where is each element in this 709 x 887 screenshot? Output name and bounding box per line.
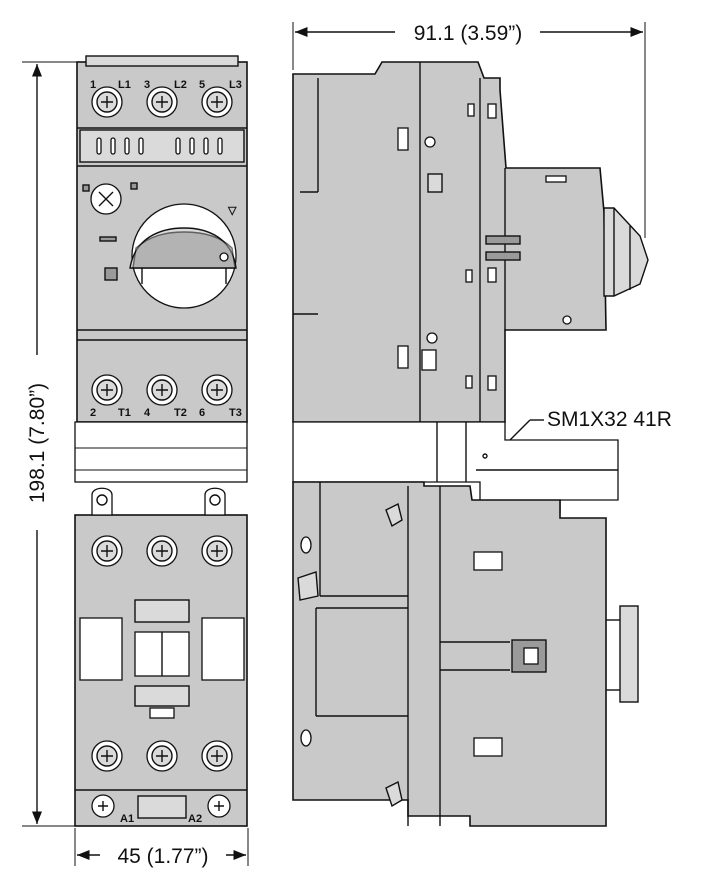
test-button xyxy=(90,183,122,215)
cover-slots xyxy=(96,137,223,155)
din-rail-clip xyxy=(619,605,639,703)
depth-dimension: 45 (1.77”) xyxy=(74,828,249,868)
svg-text:A1: A1 xyxy=(120,813,134,825)
height-dimension: 198.1 (7.80”) xyxy=(22,61,80,827)
contactor-bottom-screws xyxy=(91,740,233,772)
contactor-side xyxy=(292,481,607,827)
svg-text:4: 4 xyxy=(144,407,151,419)
rotary-handle-side xyxy=(603,207,649,297)
svg-text:L1: L1 xyxy=(118,79,131,91)
part-label: SM1X32 41R xyxy=(547,408,672,431)
terminal-cover xyxy=(79,129,245,163)
svg-text:T2: T2 xyxy=(174,407,187,419)
svg-text:2: 2 xyxy=(90,407,96,419)
output-terminal-screws xyxy=(91,374,233,406)
rotary-handle xyxy=(129,203,237,309)
coil-clip xyxy=(137,795,187,819)
svg-text:L2: L2 xyxy=(174,79,187,91)
part-callout: SM1X32 41R xyxy=(509,408,672,441)
output-terminal-labels: 2 T1 4 T2 6 T3 xyxy=(90,407,242,419)
svg-text:T3: T3 xyxy=(229,407,242,419)
coil-terminal-screws xyxy=(91,794,231,818)
svg-text:L3: L3 xyxy=(229,79,242,91)
svg-text:A2: A2 xyxy=(188,813,202,825)
top-terminal-screws xyxy=(91,86,233,118)
svg-text:6: 6 xyxy=(199,407,205,419)
depth-dimension-label: 45 (1.77”) xyxy=(117,845,208,868)
front-view: 1 L1 3 L2 5 L3 ▽ xyxy=(74,55,248,827)
top-terminal-labels: 1 L1 3 L2 5 L3 xyxy=(90,79,242,91)
svg-text:T1: T1 xyxy=(118,407,131,419)
contactor-top-screws xyxy=(91,535,233,567)
height-dimension-label: 198.1 (7.80”) xyxy=(26,383,49,503)
side-view xyxy=(292,61,649,827)
svg-text:1: 1 xyxy=(90,79,96,91)
width-dimension-label: 91.1 (3.59”) xyxy=(414,22,523,45)
svg-text:▽: ▽ xyxy=(227,205,237,217)
svg-text:5: 5 xyxy=(199,79,205,91)
svg-text:3: 3 xyxy=(144,79,150,91)
link-module-front xyxy=(74,421,248,483)
width-dimension: 91.1 (3.59”) xyxy=(292,22,646,238)
motor-protection-breaker-side xyxy=(292,61,607,423)
